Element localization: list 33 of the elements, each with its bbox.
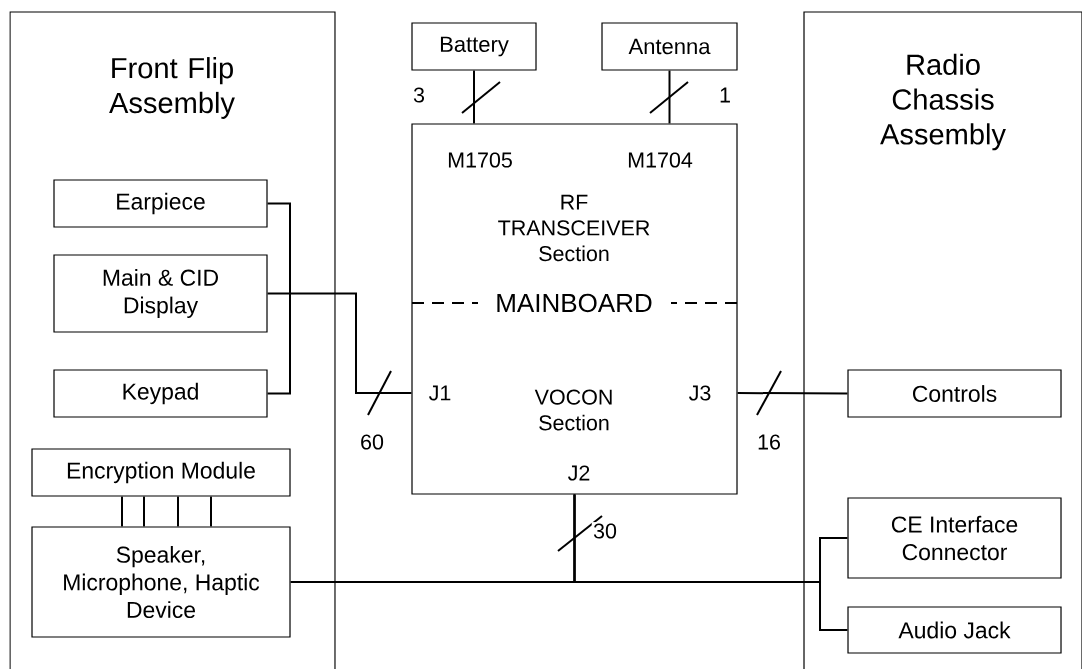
bus-line [266, 202, 413, 395]
component-box: CE Interface Connector [847, 497, 1062, 579]
connector-label: M1704 [628, 152, 693, 168]
section-label: RF TRANSCEIVER Section [498, 194, 650, 262]
bus-line [121, 495, 123, 528]
bus-line [143, 495, 145, 528]
component-box: Antenna [601, 22, 738, 71]
board-label: MAINBOARD [497, 293, 652, 313]
connector-label: M1705 [448, 152, 512, 168]
component-box: Encryption Module [31, 448, 291, 497]
component-box: Audio Jack [847, 606, 1062, 654]
component-box: Main & CID Display [53, 254, 268, 333]
component-box: Keypad [53, 369, 268, 418]
connector-label: J3 [689, 385, 711, 401]
edge-label: 3 [413, 87, 425, 103]
component-box: Controls [847, 369, 1062, 418]
section-label: VOCON Section [534, 389, 612, 431]
component-box: Speaker, Microphone, Haptic Device [31, 526, 291, 638]
connector-label: J2 [568, 465, 590, 481]
edge-label: 30 [593, 523, 617, 539]
bus-line [736, 392, 849, 395]
bus-line [473, 69, 475, 125]
bus-line [668, 69, 671, 125]
bus-line [177, 495, 179, 528]
edge-label: 60 [361, 434, 384, 450]
mainboard-box [411, 123, 738, 495]
component-box: Battery [411, 22, 537, 71]
component-box: Earpiece [53, 179, 268, 228]
bus-line [210, 495, 212, 528]
connector-label: J1 [429, 385, 451, 401]
edge-label: 16 [758, 434, 780, 450]
bus-line [573, 493, 849, 631]
edge-label: 1 [720, 87, 730, 103]
